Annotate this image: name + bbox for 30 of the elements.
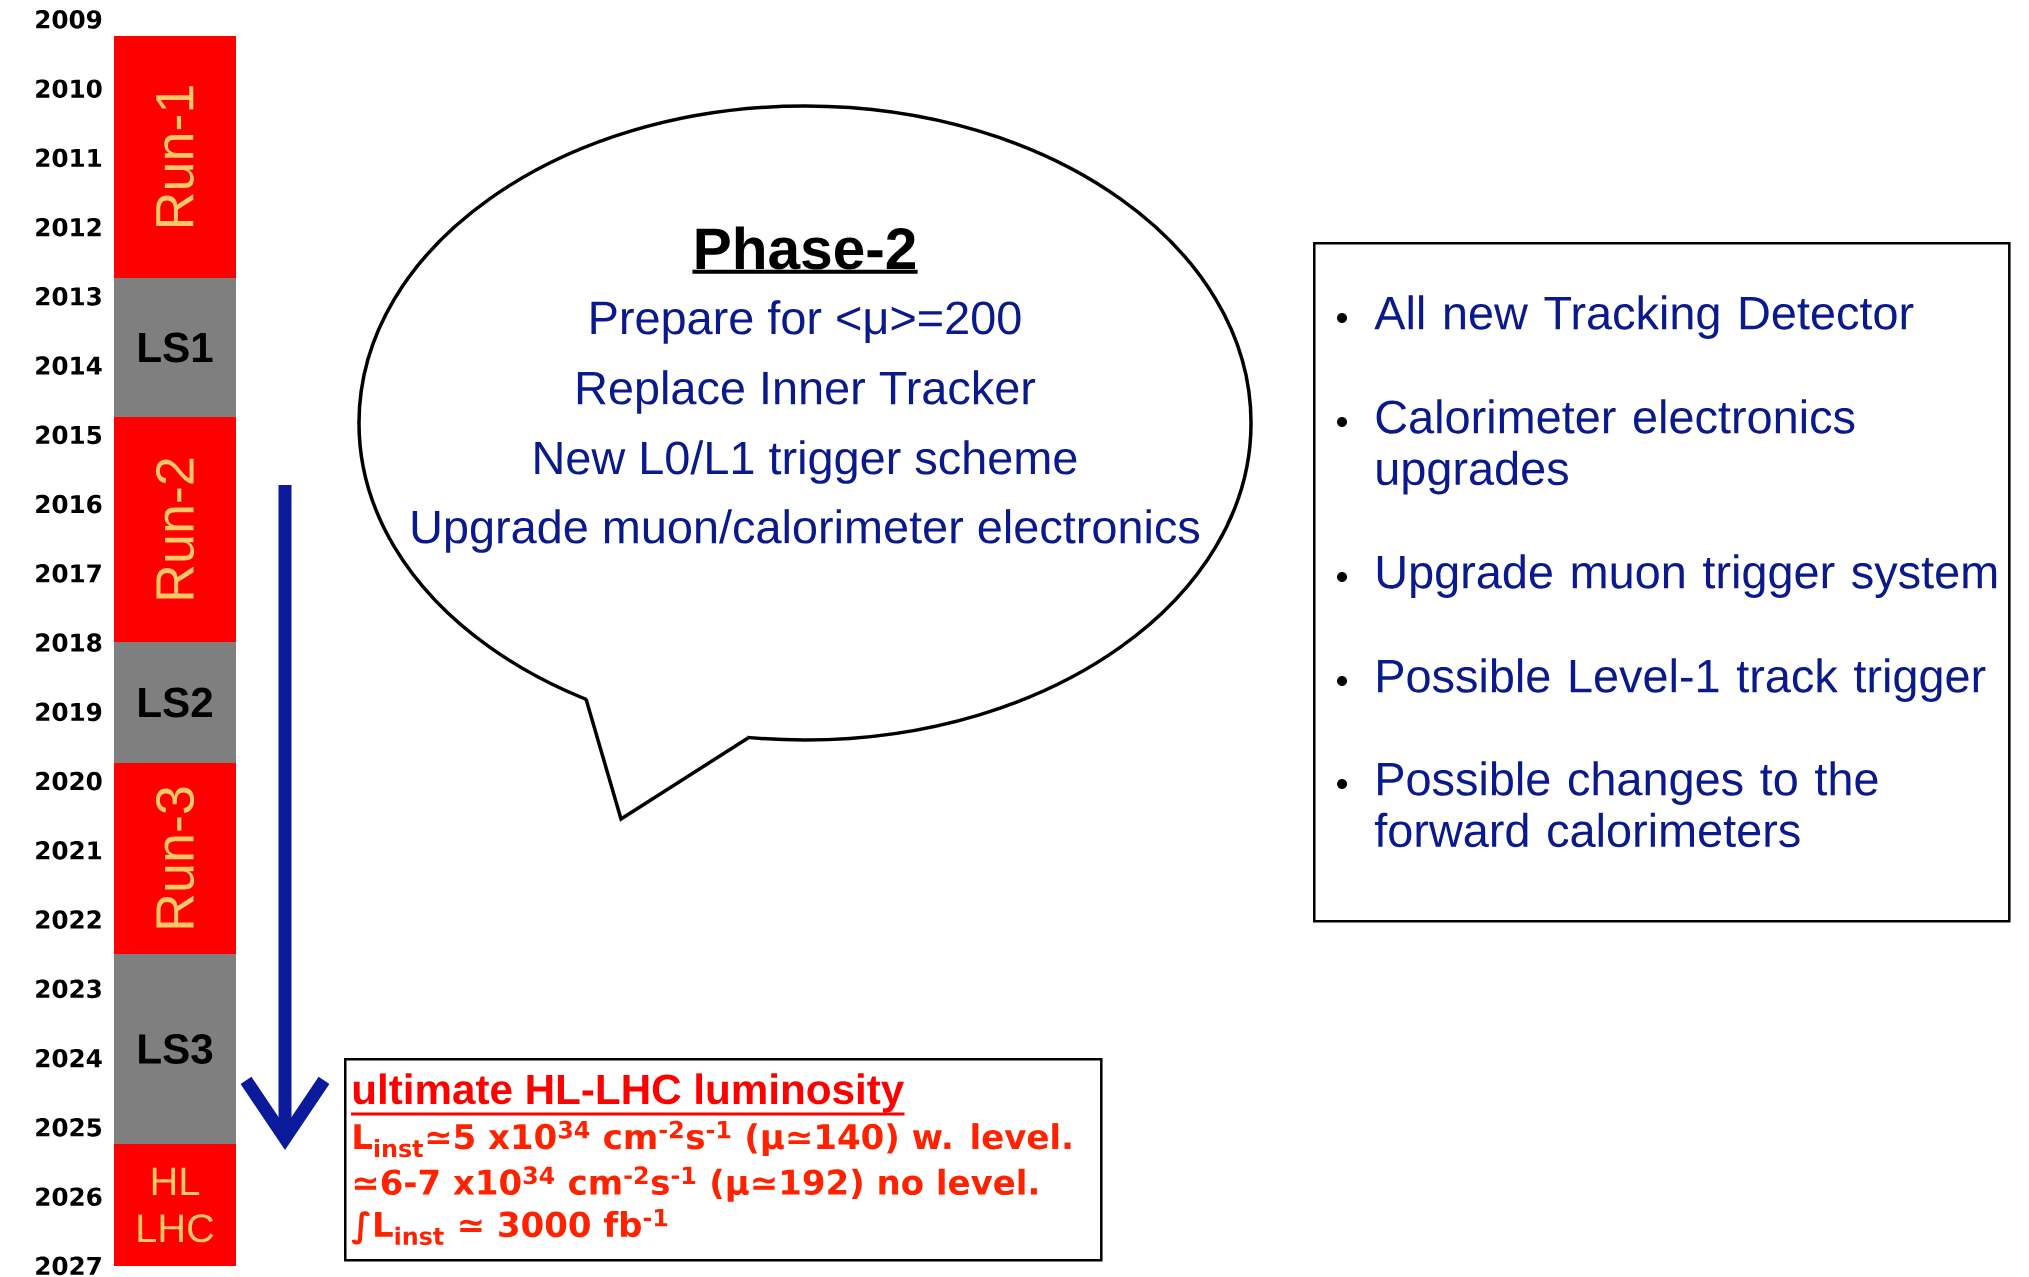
list-item: Calorimeter electronics upgrades: [1376, 399, 1855, 495]
year-label: 2015: [36, 425, 102, 445]
timeline-band: Run-3: [114, 763, 236, 954]
year-label: 2027: [36, 1256, 101, 1276]
list-item: Upgrade muon trigger system: [1377, 554, 1997, 598]
year-label: 2012: [36, 217, 101, 237]
year-label: 2019: [36, 702, 102, 722]
year-label: 2017: [36, 564, 101, 583]
year-label: 2022: [36, 910, 101, 929]
year-label: 2014: [36, 356, 102, 375]
list-item: Possible Level-1 track trigger: [1378, 658, 1986, 702]
timeline-band: Run-1: [114, 36, 236, 278]
year-label: 2020: [36, 771, 102, 791]
year-label: 2025: [36, 1118, 102, 1137]
timeline-band: LS3: [114, 954, 236, 1144]
formula-text: L$_{inst}$≃5 x10$^{34}$ cm$^{-2}$s$^{-1}$ (μ≃140) w. level.: [354, 1120, 1071, 1158]
formula-text: ≃6-7 x10$^{34}$ cm$^{-2}$s$^{-1}$ (μ≃192) no level.: [354, 1166, 1037, 1202]
timeline-band: Run-2: [114, 417, 236, 642]
year-label: 2023: [36, 979, 101, 999]
timeline-band: LS2: [114, 642, 236, 763]
timeline-band: LS1: [114, 278, 236, 417]
formula-text: ∫L$_{inst}$ ≃ 3000 fb$^{-1}$: [351, 1208, 668, 1246]
list-item: All new Tracking Detector: [1374, 295, 1914, 339]
timeline-band: HL LHC: [114, 1144, 236, 1266]
year-label: 2018: [36, 633, 102, 652]
heading: ultimate HL-LHC luminosity: [351, 1073, 905, 1116]
list-item: Possible changes to the forward calorimeters: [1374, 761, 1878, 848]
year-label: 2013: [36, 287, 101, 306]
year-label: 2026: [36, 1187, 102, 1206]
year-label: 2009: [36, 10, 102, 29]
